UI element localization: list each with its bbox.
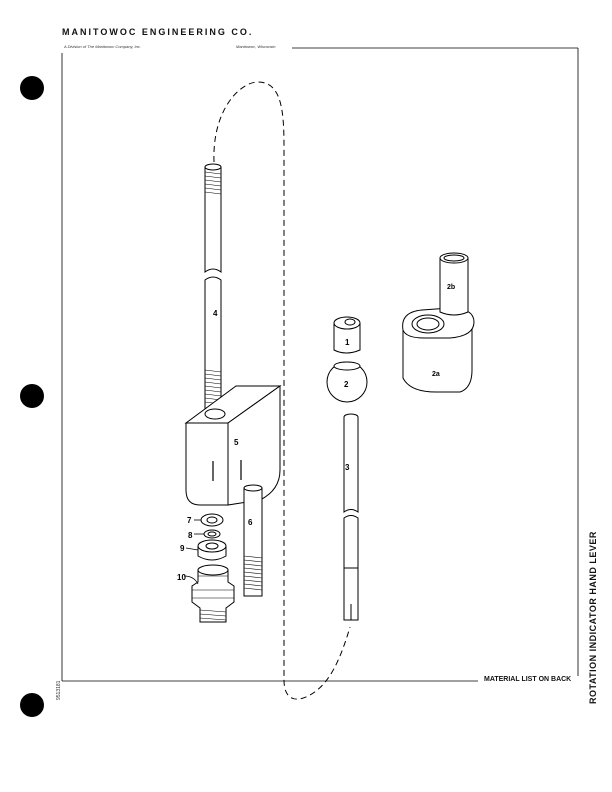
label-part-7: 7	[187, 516, 192, 525]
document-number: 9513181	[56, 680, 62, 700]
label-part-10: 10	[177, 573, 186, 582]
punch-hole-bottom	[20, 693, 44, 717]
label-part-2b: 2b	[447, 284, 455, 291]
part-6-stud	[243, 484, 263, 597]
label-part-6: 6	[248, 518, 253, 527]
part-leader-lines	[183, 519, 204, 585]
part-1-cap	[333, 316, 361, 354]
label-part-1: 1	[345, 338, 350, 347]
part-4-threaded-rod	[204, 163, 222, 411]
part-7-washer	[200, 513, 224, 527]
punch-hole-middle	[20, 384, 44, 408]
part-8-lock-washer	[203, 529, 221, 539]
part-9-spacer	[197, 539, 227, 561]
division-text: A Division of The Manitowoc Company, Inc…	[64, 44, 141, 49]
label-part-4: 4	[213, 309, 218, 318]
label-part-2: 2	[344, 380, 349, 389]
label-part-5: 5	[234, 438, 239, 447]
material-list-note: MATERIAL LIST ON BACK	[484, 676, 572, 683]
label-part-9: 9	[180, 544, 185, 553]
assembly-dashed-path	[213, 81, 351, 700]
part-2-ball	[326, 361, 368, 403]
label-part-2a: 2a	[432, 371, 440, 378]
label-part-3: 3	[345, 463, 350, 472]
drawing-title: ROTATION INDICATOR HAND LEVER	[588, 531, 598, 704]
part-2b-sleeve	[439, 252, 469, 316]
punch-hole-top	[20, 76, 44, 100]
part-2a-housing	[402, 307, 475, 393]
part-5-block	[184, 385, 282, 506]
company-name: MANITOWOC ENGINEERING CO.	[62, 27, 254, 37]
part-3-shaft	[343, 413, 359, 621]
label-part-8: 8	[188, 531, 193, 540]
part-10-fitting	[191, 564, 235, 623]
location-text: Manitowoc, Wisconsin	[236, 44, 276, 49]
